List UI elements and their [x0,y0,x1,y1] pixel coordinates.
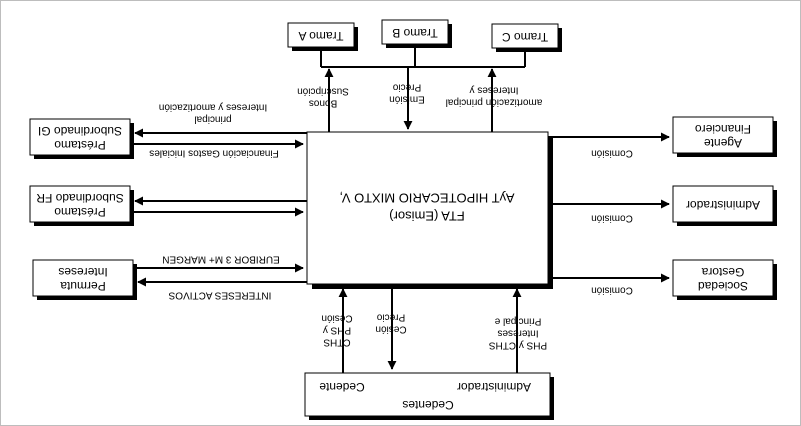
svg-text:Agente: Agente [704,136,742,150]
prestamo-fr-box: Préstamo Subordinado FR [29,185,134,226]
svg-text:Préstamo: Préstamo [54,205,106,219]
svg-text:Gestora: Gestora [701,265,744,279]
svg-text:Cesión: Cesión [375,323,406,334]
prestamo-gi-box: Préstamo Subordinado GI [29,118,134,159]
svg-text:principal: principal [194,113,231,124]
suscripcion-label: Bonos Suscripción [297,85,349,108]
tramo-b-label: Tramo B [392,26,438,40]
euribor-label: EURIBOR 3 M+ MARGEN [162,253,280,264]
svg-text:Precio: Precio [376,311,405,322]
svg-text:Intereses: Intereses [58,265,107,279]
svg-text:Precio: Precio [392,81,421,92]
cedente-label: Cedente [319,380,365,394]
svg-text:Intereses y amortización: Intereses y amortización [159,101,267,112]
amortizacion-label: amortización principal Intereses y [446,84,543,107]
comision-agente-label: Comisión [591,147,633,158]
emisor-label-line1: FTA (Emisor) [389,209,465,224]
svg-text:PHS y CTHS: PHS y CTHS [489,339,548,350]
tramo-c-label: Tramo C [502,30,549,44]
administrador-box: Administrador [672,185,777,226]
administrador-cedente-label: Administrador [457,380,531,394]
svg-text:Emisión: Emisión [389,93,425,104]
emisor-box [306,131,553,289]
tramo-a-label: Tramo A [299,29,344,43]
svg-text:Subordinado GI: Subordinado GI [38,124,122,138]
tramo-c-box: Tramo C [491,23,562,52]
comision-gestora-label: Comisión [591,284,633,295]
emision-label: Emisión Precio [389,81,425,104]
cesion-left-label: CTHS PHS y Cesión [321,312,352,347]
svg-text:Suscripción: Suscripción [297,85,349,96]
intereses-activos-label: INTERESES ACTIVOS [168,289,271,300]
svg-text:Intereses: Intereses [497,327,538,338]
principal-bottom-label: PHS y CTHS Intereses Principal e [489,315,548,350]
svg-text:Cesión: Cesión [321,312,352,323]
cedentes-box: Cedentes Cedente Administrador [304,372,554,420]
cedentes-title: Cedentes [402,398,453,412]
svg-text:CTHS: CTHS [323,336,351,347]
svg-text:Financiero: Financiero [695,122,751,136]
agente-financiero-box: Agente Financiero [672,116,777,157]
svg-text:Intereses y: Intereses y [470,84,519,95]
comision-administrador-label: Comisión [591,212,633,223]
gi-interest-label: principal Intereses y amortización [159,101,267,124]
svg-text:Bonos: Bonos [309,97,337,108]
tramos-connector [320,48,526,132]
svg-text:Sociedad: Sociedad [698,279,748,293]
permuta-box: Permuta Intereses [32,259,137,300]
emisor-label-line2: AyT HIPOTECARIO MIXTO V, [339,191,514,206]
svg-text:PHS y: PHS y [323,324,351,335]
tramo-b-box: Tramo B [381,19,452,48]
tramo-a-box: Tramo A [287,22,358,51]
svg-text:Permuta: Permuta [60,279,106,293]
cesion-precio-label: Cesión Precio [375,311,406,334]
svg-text:amortización principal: amortización principal [446,96,543,107]
sociedad-gestora-box: Sociedad Gestora [672,259,777,300]
svg-text:Subordinado FR: Subordinado FR [36,191,124,205]
financiacion-label: Financiación Gastos Iniciales [149,147,279,158]
svg-text:Principal e: Principal e [494,315,541,326]
svg-text:Préstamo: Préstamo [54,138,106,152]
svg-text:Administrador: Administrador [686,198,760,212]
